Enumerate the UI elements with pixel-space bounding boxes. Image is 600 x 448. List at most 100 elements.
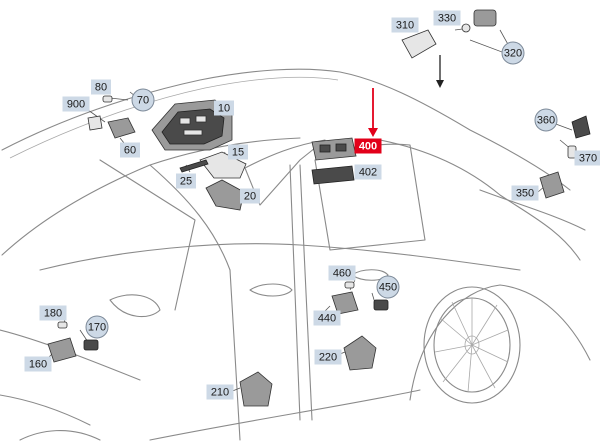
part-label-460[interactable]: 460 — [328, 265, 356, 281]
front-bulb-icon — [57, 321, 68, 329]
bulb-icon — [461, 23, 471, 33]
sill-lamp-icon — [343, 335, 377, 371]
part-label-210[interactable]: 210 — [206, 384, 234, 400]
direction-arrow — [436, 55, 444, 88]
part-label-box — [24, 356, 52, 372]
part-label-box — [120, 142, 140, 158]
part-number-text: 15 — [232, 147, 244, 159]
part-number-text: 320 — [504, 48, 522, 60]
part-label-360[interactable]: 360 — [534, 108, 558, 132]
part-label-370[interactable]: 370 — [574, 150, 600, 166]
part-label-400[interactable]: 400 — [354, 138, 382, 154]
part-number-text: 460 — [333, 268, 351, 280]
part-label-box — [62, 96, 90, 112]
part-label-box — [214, 100, 234, 116]
part-number-text: 330 — [438, 13, 456, 25]
part-label-80[interactable]: 80 — [91, 79, 111, 95]
part-label-box — [354, 138, 382, 154]
door-socket-icon — [373, 299, 389, 311]
part-label-20[interactable]: 20 — [240, 188, 260, 204]
part-label-60[interactable]: 60 — [120, 142, 140, 158]
part-label-10[interactable]: 10 — [214, 100, 234, 116]
lamp-base-plate-icon — [311, 165, 355, 185]
part-label-440[interactable]: 440 — [313, 310, 341, 326]
part-label-box — [574, 150, 600, 166]
part-number-text: 80 — [95, 82, 107, 94]
overhead-console-icon — [151, 99, 233, 151]
rear-wheel — [423, 286, 521, 404]
part-label-350[interactable]: 350 — [511, 185, 539, 201]
part-label-15[interactable]: 15 — [228, 144, 248, 160]
part-label-badge — [131, 88, 155, 112]
part-number-text: 10 — [218, 103, 230, 115]
lamp-lens-icon — [401, 29, 437, 59]
part-number-text: 180 — [44, 308, 62, 320]
component-shapes — [47, 9, 591, 407]
part-label-box — [511, 185, 539, 201]
car-outline — [0, 68, 591, 441]
part-number-text: 20 — [244, 191, 256, 203]
part-label-badge — [534, 108, 558, 132]
part-number-text: 60 — [124, 145, 136, 157]
part-labels: 310 330 320 80 70 900 10 60 15 25 20 400 402 360 370 35… — [24, 10, 600, 400]
small-bulb-icon — [102, 95, 113, 103]
part-number-text: 402 — [359, 167, 377, 179]
door-bulb-icon — [344, 281, 355, 289]
part-label-25[interactable]: 25 — [176, 173, 196, 189]
door-lamp-icon — [331, 291, 359, 315]
part-number-text: 220 — [319, 352, 337, 364]
part-label-310[interactable]: 310 — [391, 17, 419, 33]
rear-reading-lamp-icon — [311, 137, 357, 161]
part-number-text: 900 — [67, 99, 85, 111]
part-number-text: 370 — [579, 153, 597, 165]
part-label-900[interactable]: 900 — [62, 96, 90, 112]
part-label-box — [176, 173, 196, 189]
part-label-box — [314, 349, 342, 365]
part-number-text: 350 — [516, 188, 534, 200]
clip-icon — [87, 115, 103, 131]
part-label-320[interactable]: 320 — [501, 41, 525, 65]
part-number-text: 440 — [318, 313, 336, 325]
part-number-text: 310 — [396, 20, 414, 32]
part-label-box — [391, 17, 419, 33]
part-number-text: 360 — [537, 115, 555, 127]
part-label-box — [39, 305, 67, 321]
part-label-box — [328, 265, 356, 281]
leader-lines — [47, 27, 576, 393]
console-base-icon — [205, 179, 245, 211]
highlight-arrow — [368, 88, 378, 137]
part-label-330[interactable]: 330 — [433, 10, 461, 26]
part-label-180[interactable]: 180 — [39, 305, 67, 321]
part-label-450[interactable]: 450 — [376, 275, 400, 299]
part-label-160[interactable]: 160 — [24, 356, 52, 372]
part-label-badge — [85, 315, 109, 339]
part-label-box — [206, 384, 234, 400]
small-lamp-icon — [107, 117, 136, 139]
front-socket-icon — [83, 339, 99, 351]
entry-lamp-icon — [239, 371, 273, 407]
part-number-text: 450 — [379, 282, 397, 294]
bulb-socket-icon — [473, 9, 497, 27]
part-label-box — [433, 10, 461, 26]
part-number-text: 25 — [180, 176, 192, 188]
part-label-402[interactable]: 402 — [354, 164, 382, 180]
part-number-text: 400 — [359, 141, 377, 153]
part-label-220[interactable]: 220 — [314, 349, 342, 365]
part-number-text: 160 — [29, 359, 47, 371]
part-label-70[interactable]: 70 — [131, 88, 155, 112]
connector-strip-icon — [179, 159, 209, 173]
part-label-box — [313, 310, 341, 326]
part-number-text: 70 — [137, 95, 149, 107]
footwell-lamp-icon — [47, 337, 77, 363]
part-label-box — [354, 164, 382, 180]
part-label-badge — [501, 41, 525, 65]
part-label-badge — [376, 275, 400, 299]
part-number-text: 210 — [211, 387, 229, 399]
part-label-box — [91, 79, 111, 95]
trunk-lamp-icon — [571, 115, 591, 139]
part-number-text: 170 — [88, 322, 106, 334]
part-label-box — [240, 188, 260, 204]
part-label-170[interactable]: 170 — [85, 315, 109, 339]
